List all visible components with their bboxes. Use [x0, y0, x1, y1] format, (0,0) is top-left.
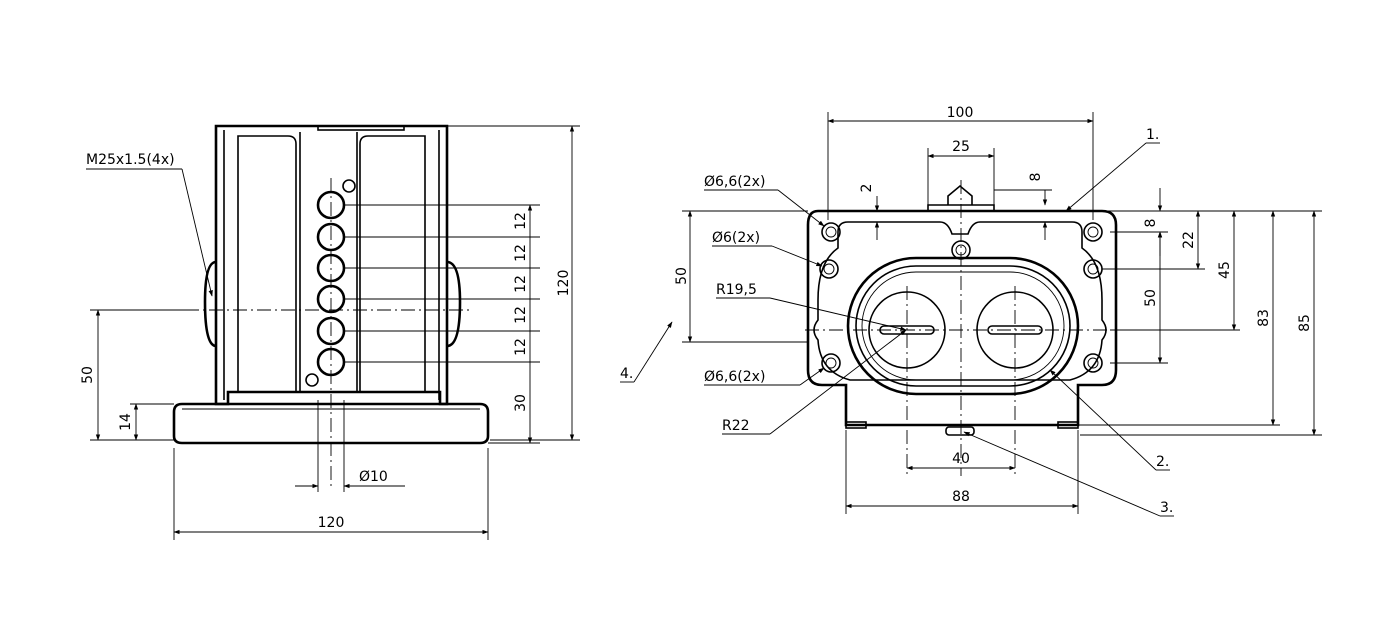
radius-small-label: R19,5	[716, 282, 757, 298]
callout-1: 1.	[1146, 127, 1159, 143]
pitch-dimensions	[345, 125, 580, 444]
leader	[963, 431, 1161, 517]
leader	[1049, 369, 1157, 471]
dim-40-label: 40	[952, 451, 970, 467]
leader	[181, 168, 213, 297]
cable-gland-left	[203, 260, 217, 348]
dim-top-width: 25	[952, 139, 970, 155]
dim-left-50-label: 50	[674, 267, 690, 285]
inner-recess	[813, 221, 1107, 381]
actuator-tip	[947, 184, 973, 205]
dim-2-label: 2	[859, 184, 875, 193]
dim-axis-height: 50	[80, 366, 96, 384]
left-panel	[237, 135, 297, 393]
hole-bottom-label: Ø6,6(2x)	[704, 369, 765, 385]
dim-height-total: 120	[556, 270, 572, 297]
dim-8-top-label: 8	[1028, 173, 1044, 182]
front-view: 12 12 12 12 12 30 120 M25x1.5(4x) 50 14 …	[80, 124, 580, 540]
dim-bottom-hole: 30	[513, 394, 529, 412]
callout-4: 4.	[620, 366, 633, 382]
hole-diameter: Ø10	[359, 469, 388, 485]
pitch-label: 12	[513, 306, 529, 324]
thread-label: M25x1.5(4x)	[86, 152, 175, 168]
dim-right-85-label: 85	[1297, 314, 1313, 332]
leader	[777, 189, 825, 227]
leader	[633, 321, 673, 383]
cable-gland-right	[446, 260, 462, 348]
dim-right-8-label: 8	[1143, 219, 1159, 228]
pitch-label: 12	[513, 275, 529, 293]
dim-right-22-label: 22	[1181, 231, 1197, 249]
dim-overall-width: 100	[947, 105, 974, 121]
pitch-label: 12	[513, 212, 529, 230]
leader	[771, 245, 823, 267]
screw-bottom	[305, 373, 319, 387]
leader	[799, 367, 825, 386]
callout-3: 3.	[1160, 500, 1173, 516]
callout-2: 2.	[1156, 454, 1169, 470]
pitch-label: 12	[513, 244, 529, 262]
leader	[769, 297, 907, 331]
radius-large-label: R22	[722, 418, 750, 434]
base-plate	[172, 390, 490, 445]
dim-88-label: 88	[952, 489, 970, 505]
dim-base-width: 120	[318, 515, 345, 531]
dim-right-83-label: 83	[1256, 309, 1272, 327]
oval-chamber-groove	[861, 271, 1065, 381]
pitch-label: 12	[513, 338, 529, 356]
top-view: 100 25 2 8 1. Ø6,6(2x) Ø6(2x) R19,5 Ø6,6…	[620, 105, 1322, 517]
screw-top	[342, 179, 356, 193]
foot-left	[845, 421, 867, 429]
bottom-plug	[945, 426, 975, 436]
dim-base-height: 14	[118, 413, 134, 431]
oval-chamber-inner	[855, 265, 1071, 387]
dim-right-45-label: 45	[1217, 261, 1233, 279]
hole-mid-label: Ø6(2x)	[712, 230, 760, 246]
leader	[1065, 142, 1147, 212]
right-panel	[359, 135, 426, 393]
top-seal	[317, 125, 405, 131]
leader	[769, 329, 907, 435]
dim-right-50-label: 50	[1143, 289, 1159, 307]
hole-top-label: Ø6,6(2x)	[704, 174, 765, 190]
